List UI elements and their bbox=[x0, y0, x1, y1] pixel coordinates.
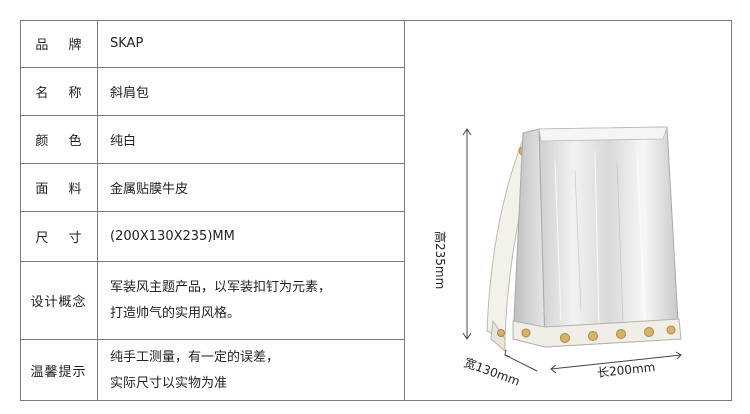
spec-value: 纯白 bbox=[110, 134, 137, 149]
spec-row-notice: 温馨提示 纯手工测量，有一定的误差， 实际尺寸以实物为准 bbox=[20, 340, 404, 401]
spec-value: 军装风主题产品，以军装扣钉为元素， 打造帅气的实用风格。 bbox=[110, 262, 398, 339]
spec-value: SKAP bbox=[110, 36, 144, 51]
spec-row-design-concept: 设计概念 军装风主题产品，以军装扣钉为元素， 打造帅气的实用风格。 bbox=[20, 262, 404, 340]
spec-row-color: 颜 色 纯白 bbox=[20, 116, 404, 164]
width-dimension-line bbox=[504, 349, 538, 372]
spec-label: 颜 色 bbox=[20, 116, 98, 163]
column-divider bbox=[404, 20, 405, 401]
spec-label: 面 料 bbox=[20, 164, 98, 211]
spec-frame bbox=[20, 20, 732, 401]
product-image: 高235mm 宽130mm 长200mm bbox=[405, 21, 731, 400]
spec-value-line: 打造帅气的实用风格。 bbox=[110, 305, 241, 321]
spec-value: 斜肩包 bbox=[110, 86, 150, 101]
spec-label: 名 称 bbox=[20, 68, 98, 115]
spec-label: 温馨提示 bbox=[20, 340, 98, 401]
spec-value: 金属贴膜牛皮 bbox=[110, 182, 189, 197]
spec-label: 品 牌 bbox=[20, 20, 98, 67]
spec-value-line: 军装风主题产品，以军装扣钉为元素， bbox=[110, 279, 332, 295]
spec-value: (200X130X235)MM bbox=[110, 229, 235, 244]
spec-label: 尺 寸 bbox=[20, 212, 98, 261]
length-dimension-line bbox=[550, 351, 682, 374]
bag-body bbox=[512, 126, 680, 348]
spec-value-line: 纯手工测量，有一定的误差， bbox=[110, 349, 280, 365]
spec-value-line: 实际尺寸以实物为准 bbox=[110, 375, 228, 391]
spec-row-material: 面 料 金属贴膜牛皮 bbox=[20, 164, 404, 212]
spec-row-name: 名 称 斜肩包 bbox=[20, 68, 404, 116]
spec-row-size: 尺 寸 (200X130X235)MM bbox=[20, 212, 404, 262]
spec-row-brand: 品 牌 SKAP bbox=[20, 20, 404, 68]
bag-base-band bbox=[512, 318, 682, 348]
spec-table: 品 牌 SKAP 名 称 斜肩包 颜 色 纯白 面 料 金属贴膜牛皮 尺 寸 (… bbox=[20, 20, 404, 401]
spec-value: 纯手工测量，有一定的误差， 实际尺寸以实物为准 bbox=[110, 340, 398, 401]
bucket-bag-illustration bbox=[462, 126, 682, 374]
height-dimension-line bbox=[462, 128, 472, 340]
spec-label: 设计概念 bbox=[20, 262, 98, 339]
height-dimension-label: 高235mm bbox=[433, 231, 447, 290]
